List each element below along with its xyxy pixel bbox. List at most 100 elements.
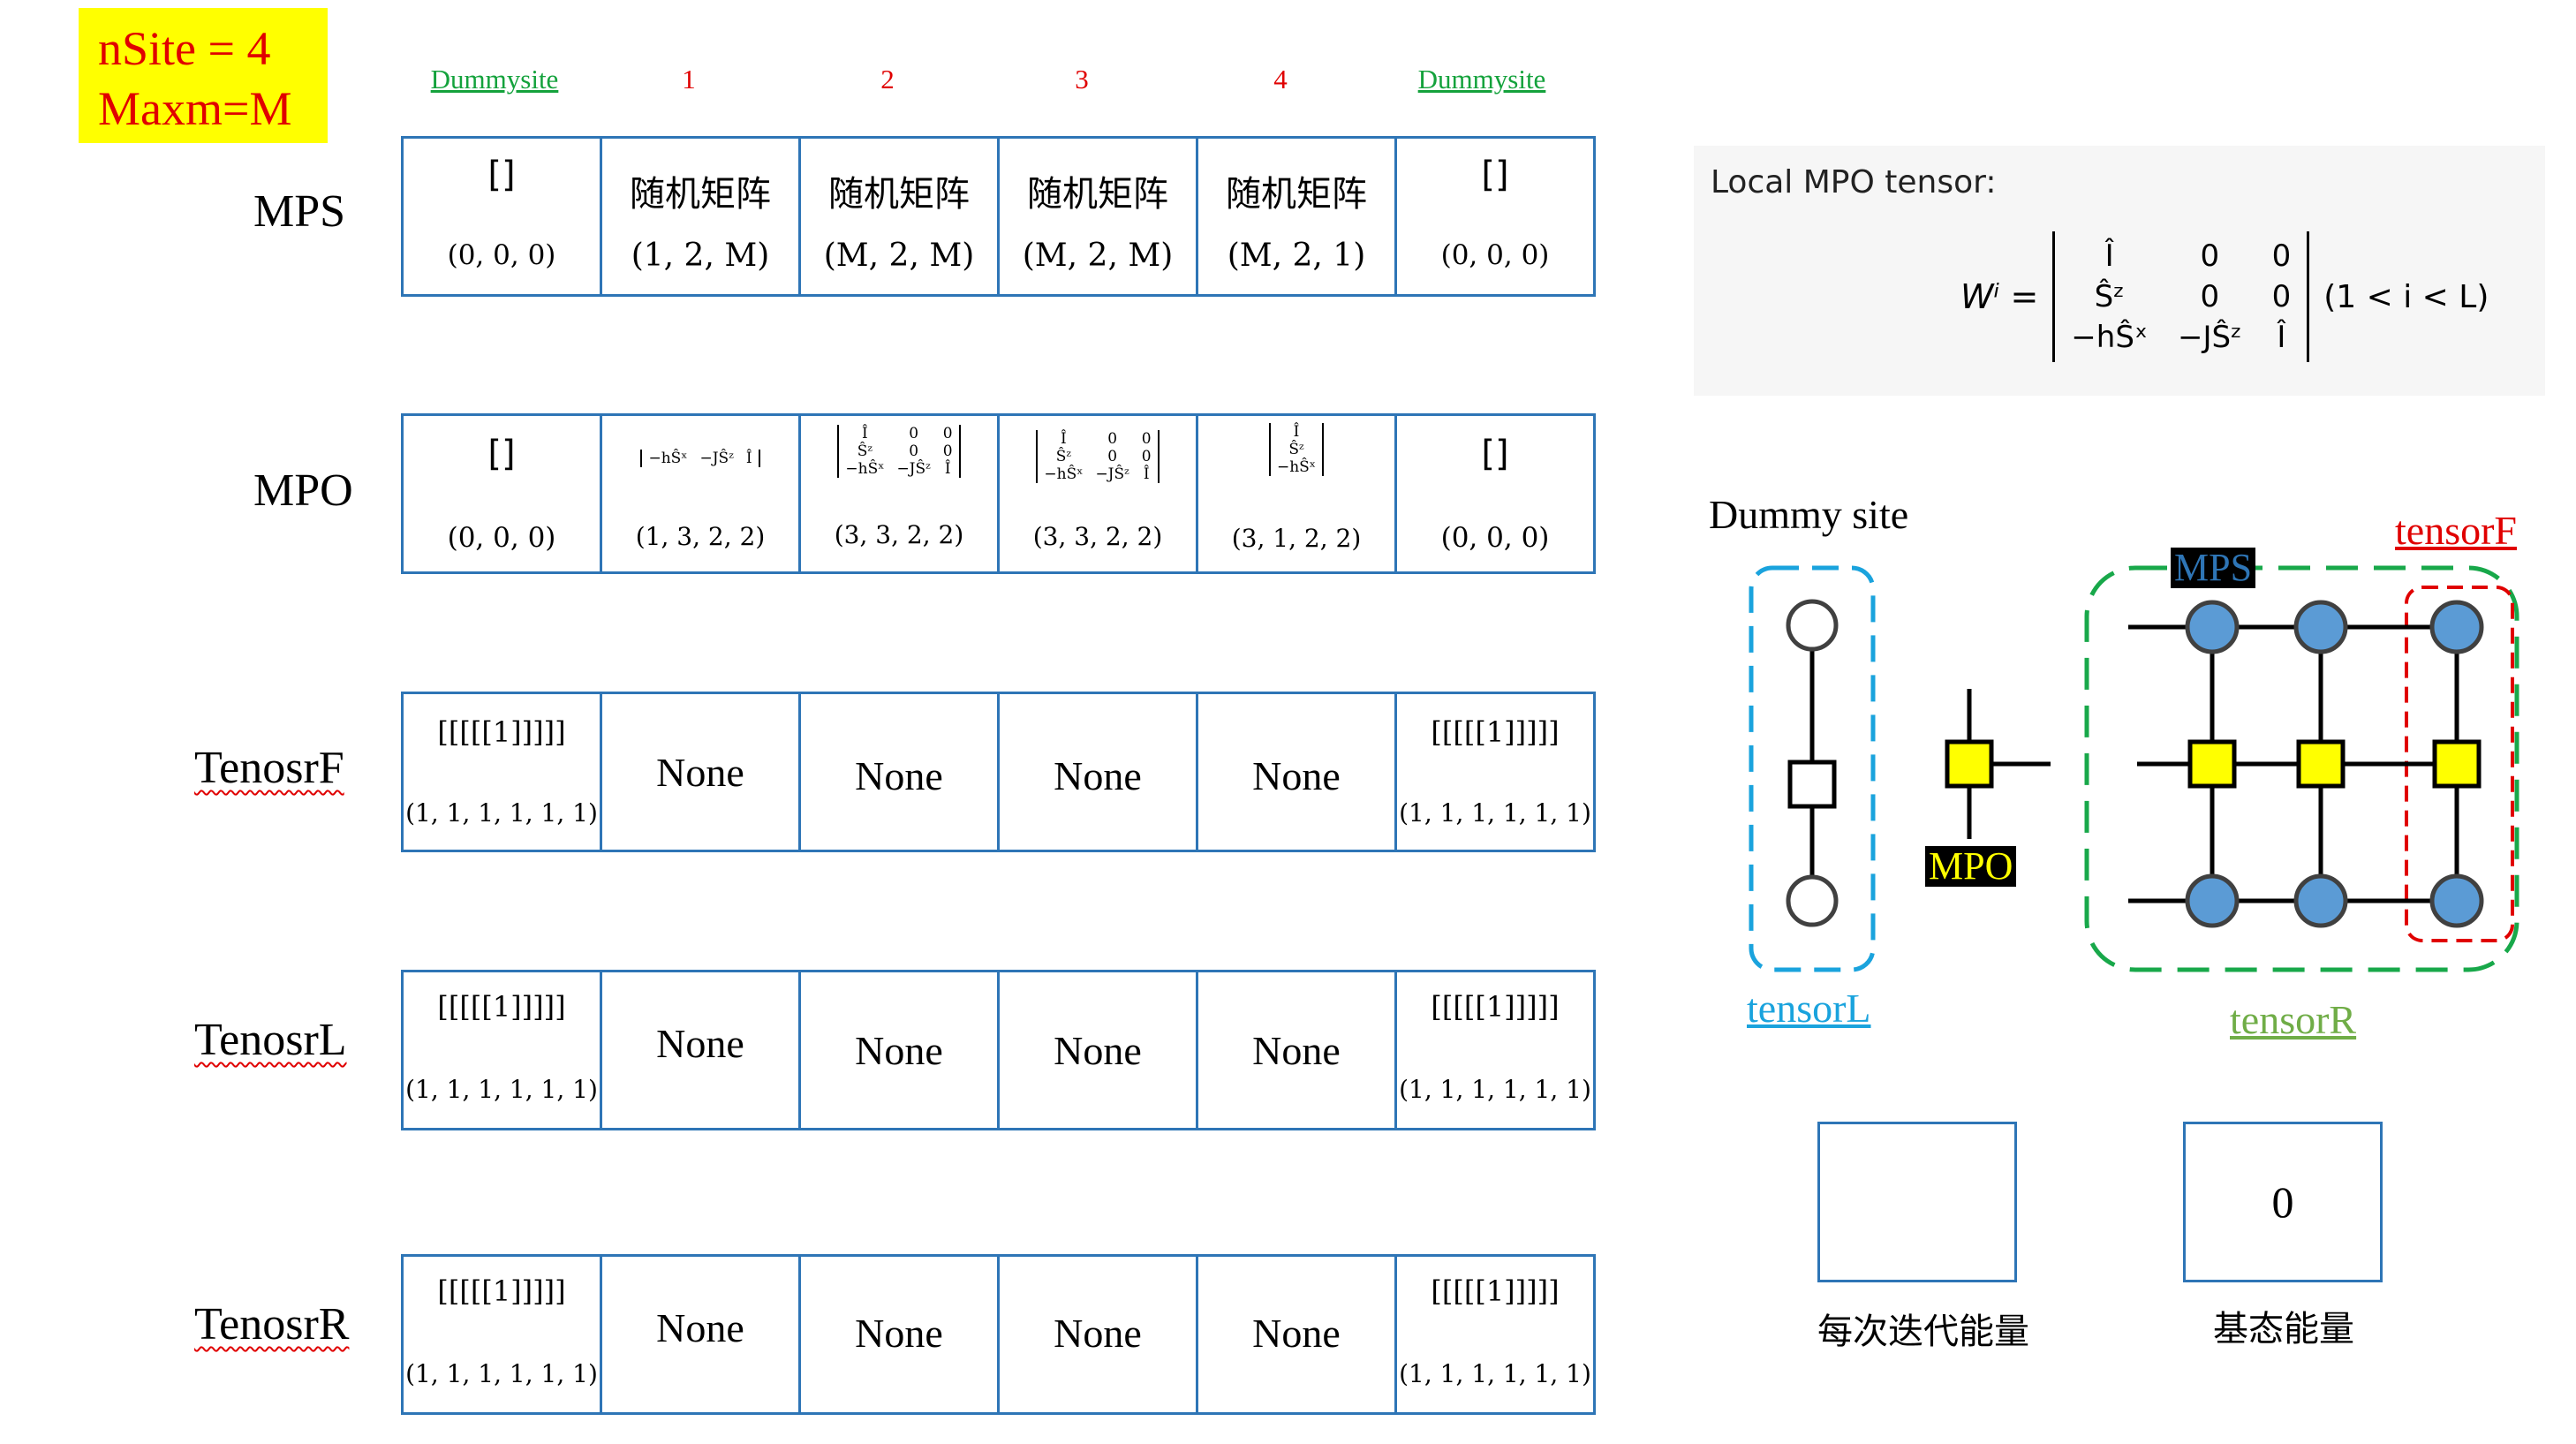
tenosrf-cell-site-1: None [602,694,801,850]
matrix-entry: Î [1061,430,1067,448]
tensorl-mpo-node [1787,760,1837,809]
tenosrf-cell-dummy-left: [[[[[1]]]]] (1, 1, 1, 1, 1, 1) [404,694,602,850]
mps-cell-site-3: 随机矩阵 (M, 2, M) [1000,139,1198,294]
matrix-entry: −hŜˣ [648,450,688,467]
cell-shape: (1, 2, M) [631,238,770,274]
matrix-entry: −JŜᶻ [699,450,734,467]
cell-value: [[[[[1]]]]] [437,990,566,1024]
cell-shape: (M, 2, 1) [1227,238,1366,274]
matrix-entry: −JŜᶻ [896,460,931,478]
cell-value: None [656,750,744,795]
cell-shape: (0, 0, 0) [1440,239,1550,271]
tenosrl-cell-site-3: None [1000,972,1198,1128]
tenosrl-cell-site-2: None [801,972,1000,1128]
cell-value: None [1252,1028,1341,1073]
mps-row-grid: [] (0, 0, 0) 随机矩阵 (1, 2, M) 随机矩阵 (M, 2, … [401,136,1596,297]
local-mpo-title: Local MPO tensor: [1711,164,1997,200]
tensorl-label: tensorL [1747,986,1871,1031]
matrix-entry: 0 [942,425,953,442]
tensorl-bottom-node [1786,874,1839,927]
matrix-row: Ŝᶻ 0 0 [2057,277,2305,316]
column-header-site-3: 3 [1075,64,1089,95]
cell-value: None [1252,1311,1341,1356]
mps-cell-dummy-left: [] (0, 0, 0) [404,139,602,294]
mps-cell-dummy-right: [] (0, 0, 0) [1397,139,1593,294]
equation-condition: (1 < i < L) [2323,278,2489,315]
mps-node [2185,600,2240,654]
cell-value: [[[[[1]]]]] [1431,990,1560,1024]
cell-shape: (0, 0, 0) [1440,522,1550,554]
cell-value: [] [487,155,516,195]
matrix-entry: 0 [2271,238,2292,274]
row-label-mps: MPS [253,186,346,237]
row-label-tenosrr: TenosrR [194,1299,350,1349]
column-header-dummysite-right: Dummysite [1417,64,1546,95]
cell-shape: (3, 1, 2, 2) [1231,524,1362,553]
tensor-network-diagram [1749,565,2519,972]
tenosrf-row-grid: [[[[[1]]]]] (1, 1, 1, 1, 1, 1) None None… [401,692,1596,852]
mpo-cell-dummy-left: [] (0, 0, 0) [404,416,602,571]
mpo-node [2432,739,2482,789]
matrix-entry: −JŜᶻ [1095,465,1129,483]
cell-value: [] [487,434,516,474]
cell-shape: (1, 1, 1, 1, 1, 1) [405,1075,598,1104]
cell-shape: (0, 0, 0) [447,522,556,554]
tensorr-label: tensorR [2230,997,2357,1042]
tenosrl-row-grid: [[[[[1]]]]] (1, 1, 1, 1, 1, 1) None None… [401,970,1596,1130]
cell-shape: (0, 0, 0) [447,239,556,271]
equation-lhs: Wⁱ = [1960,277,2039,316]
cell-value: [[[[[1]]]]] [437,1274,566,1308]
cell-value: None [1252,753,1341,798]
matrix-entry: 0 [909,442,919,460]
iteration-energy-label: 每次迭代能量 [1817,1312,2029,1352]
matrix-entry: Î [944,460,951,478]
ground-state-energy-label: 基态能量 [2213,1309,2354,1349]
matrix-entry: 0 [2200,279,2220,314]
matrix-entry: Ŝᶻ [2094,279,2125,314]
cell-value: None [855,1028,943,1073]
matrix-entry: 0 [1107,448,1118,465]
cell-value: 随机矩阵 [828,174,970,214]
matrix-entry: 0 [942,442,953,460]
mps-cell-site-1: 随机矩阵 (1, 2, M) [602,139,801,294]
cell-value: 随机矩阵 [1027,174,1168,214]
tenosrl-cell-dummy-right: [[[[[1]]]]] (1, 1, 1, 1, 1, 1) [1397,972,1593,1128]
tenosrl-cell-dummy-left: [[[[[1]]]]] (1, 1, 1, 1, 1, 1) [404,972,602,1128]
tenosrr-cell-dummy-right: [[[[[1]]]]] (1, 1, 1, 1, 1, 1) [1397,1257,1593,1412]
cell-shape: (1, 1, 1, 1, 1, 1) [405,798,598,828]
tensorr-boundary [2084,565,2519,972]
matrix-entry: 0 [2200,238,2220,274]
matrix-entry: Î [862,425,868,442]
matrix-entry: −hŜˣ [1044,465,1084,483]
cell-shape: (M, 2, M) [1022,238,1174,274]
matrix-row: Ŝᶻ [1270,441,1323,458]
column-header-site-2: 2 [880,64,895,95]
cell-value: None [855,753,943,798]
cell-value: 随机矩阵 [630,174,771,214]
cell-value: None [1054,753,1142,798]
cell-shape: (3, 3, 2, 2) [834,520,964,549]
row-label-tenosrl: TenosrL [194,1015,347,1065]
ground-state-energy-value: 0 [2271,1177,2294,1227]
matrix-entry: 0 [2271,279,2292,314]
column-header-site-4: 4 [1273,64,1288,95]
cell-value: None [1054,1028,1142,1073]
tenosrr-cell-site-4: None [1198,1257,1397,1412]
cell-shape: (1, 3, 2, 2) [635,522,766,551]
matrix-entry: Ŝᶻ [1288,441,1304,458]
tenosrr-cell-site-3: None [1000,1257,1198,1412]
matrix-entry: 0 [1141,448,1152,465]
